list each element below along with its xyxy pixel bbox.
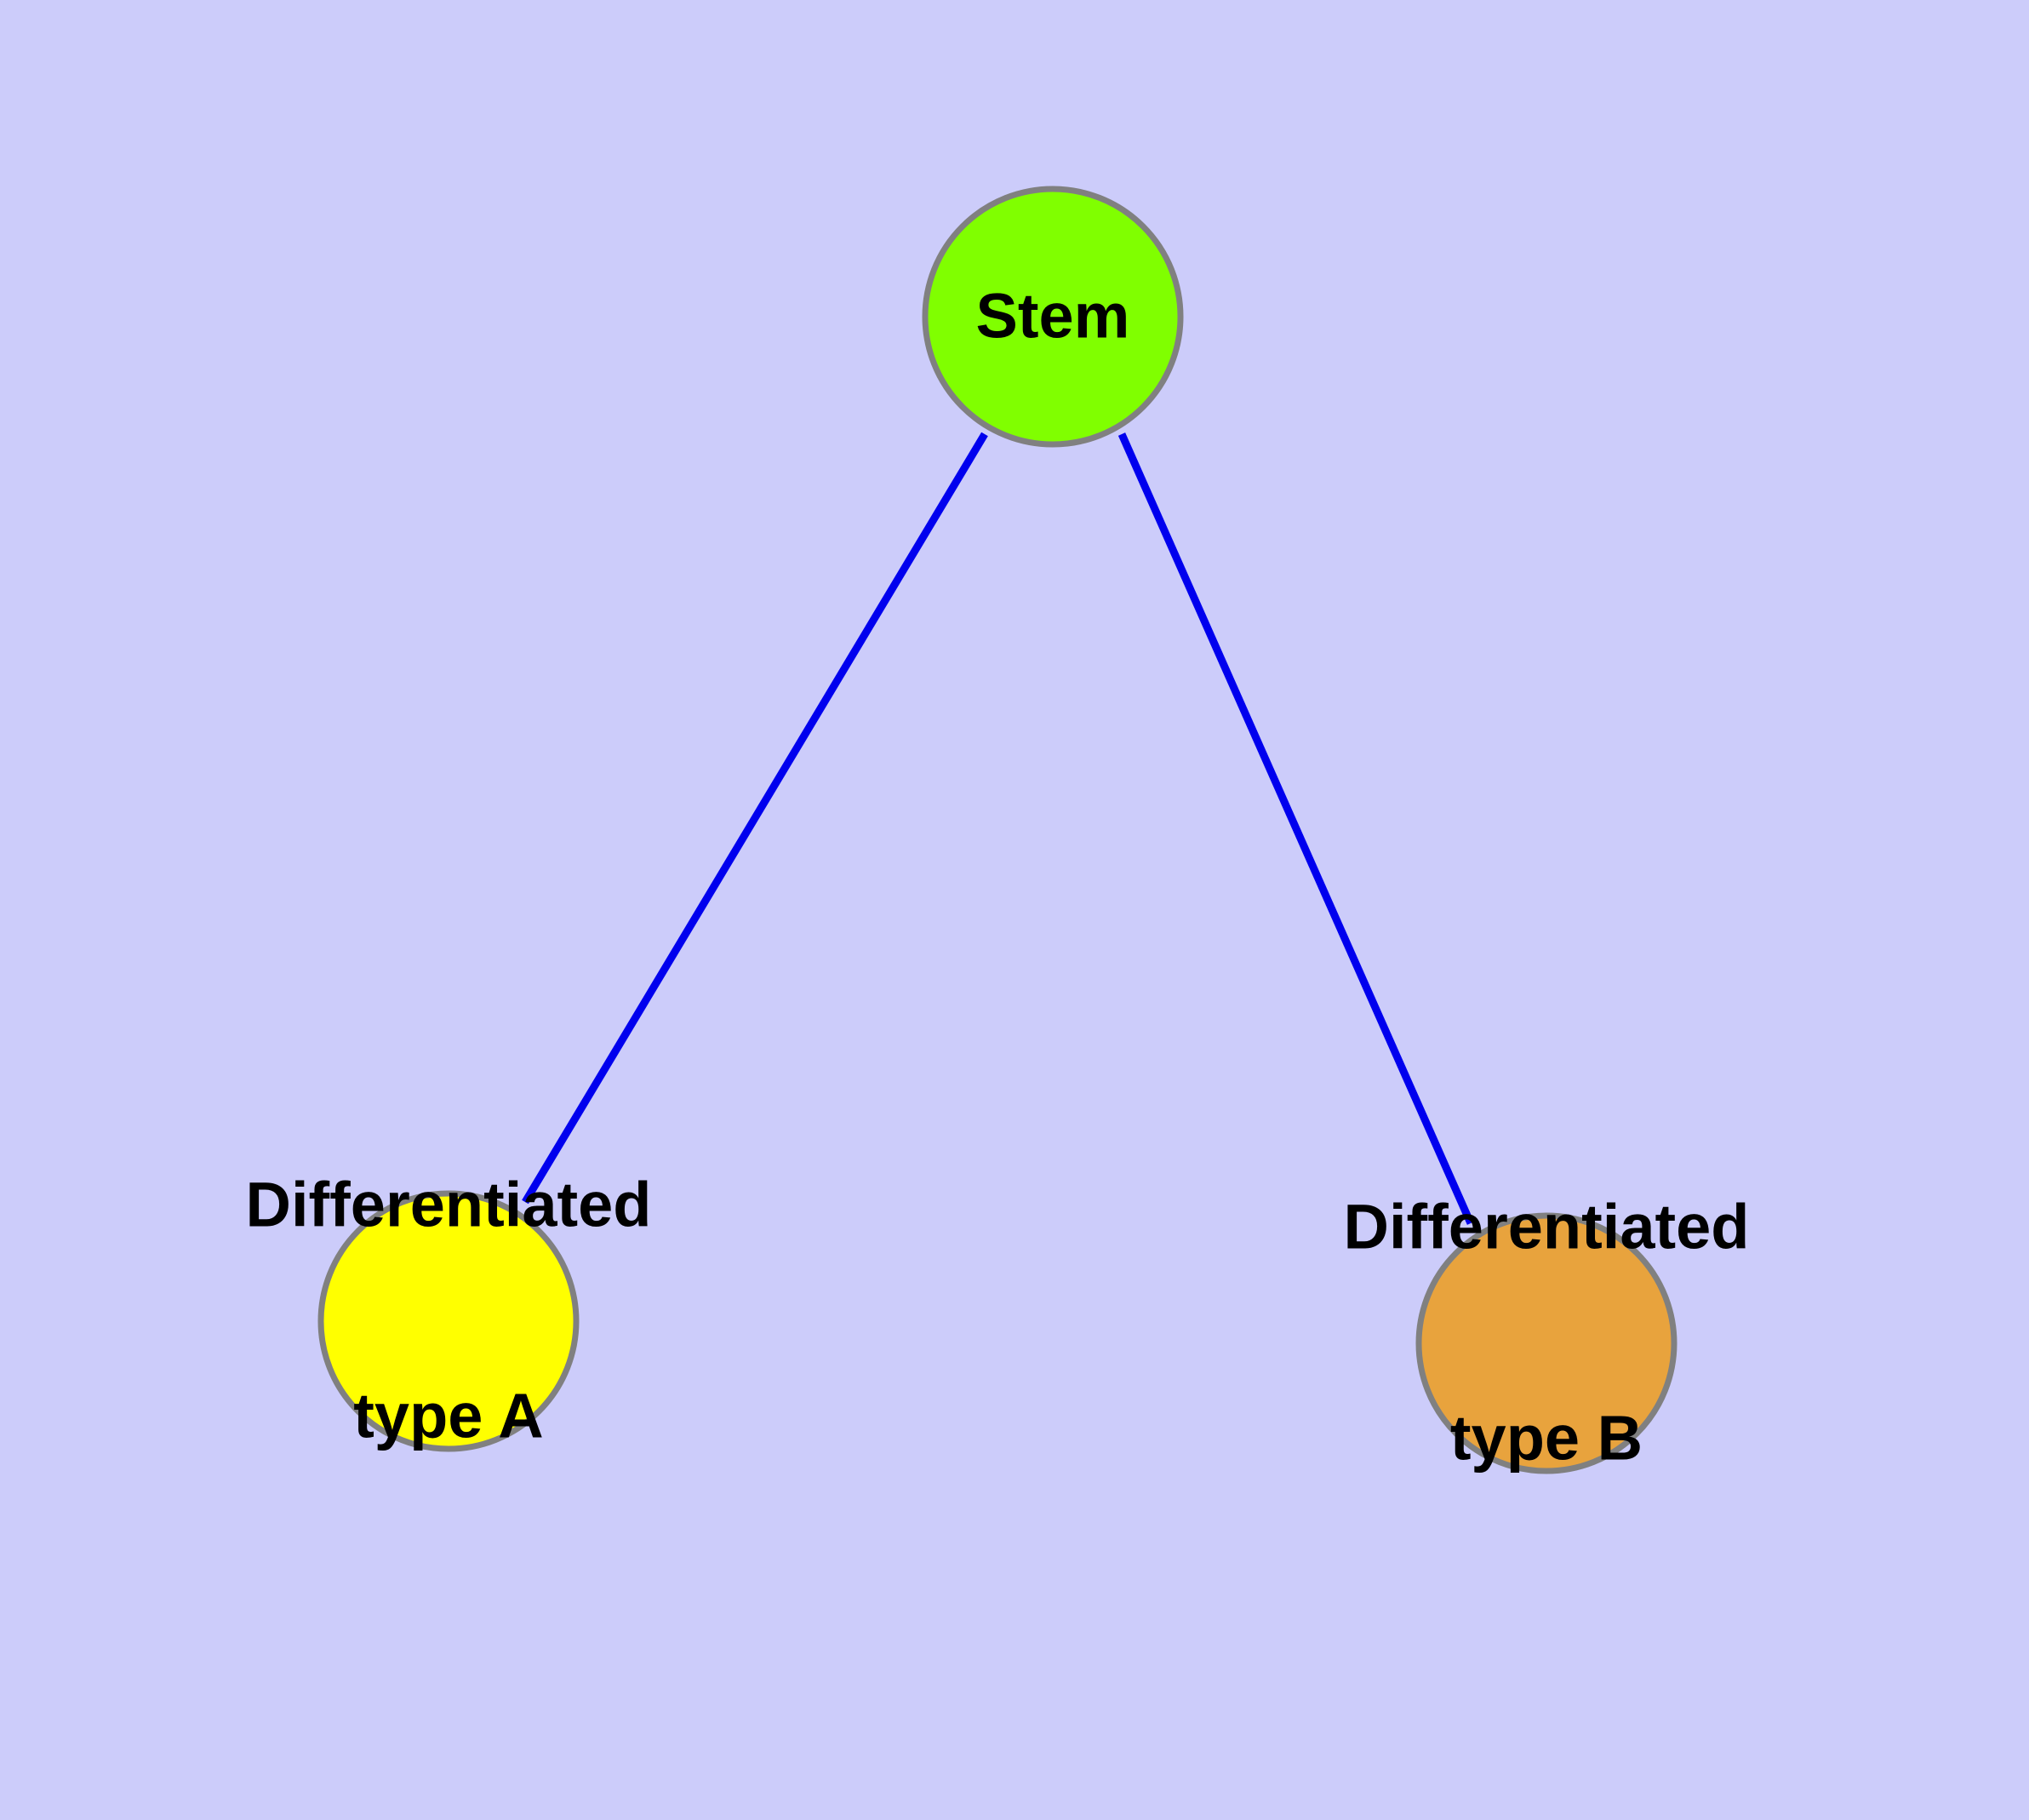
edge-stem-to-differentiated-type-a: [522, 432, 988, 1205]
nodes-group: [317, 186, 1677, 1474]
edge-stem-to-differentiated-type-b: [1117, 432, 1475, 1225]
node-differentiated-type-b[interactable]: [1415, 1212, 1677, 1474]
edges-group: [522, 432, 1475, 1225]
node-stem[interactable]: [922, 186, 1184, 448]
node-differentiated-type-a[interactable]: [317, 1190, 580, 1452]
